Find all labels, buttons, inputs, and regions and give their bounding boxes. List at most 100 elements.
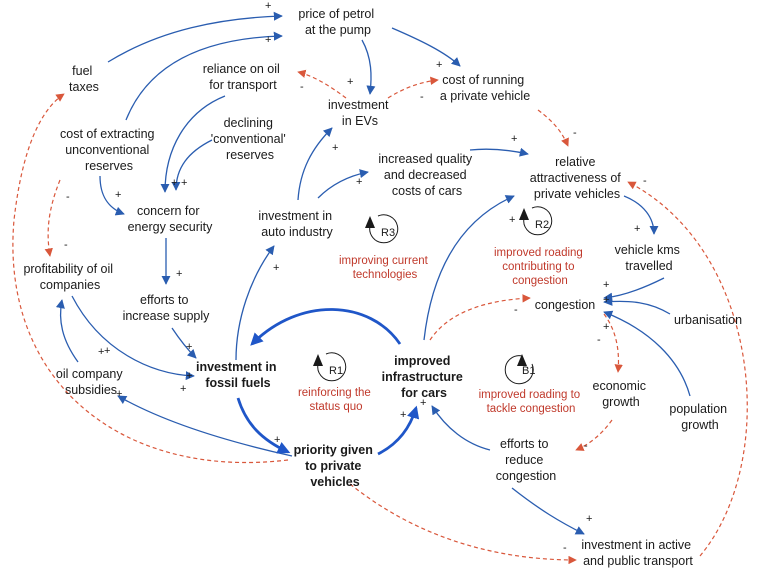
node-cost-of-extracting: cost of extracting unconventional reserv…: [60, 127, 158, 173]
loop-r2-id: R2: [535, 219, 549, 231]
sign-plus: +: [116, 388, 122, 400]
sign-plus: +: [586, 513, 592, 525]
link-profitability-to-investment-fossil: [71, 295, 195, 381]
sign-plus: +: [171, 177, 177, 189]
link-declining-to-concern-energy: [171, 139, 213, 191]
sign-minus: -: [563, 542, 567, 554]
link-reliance-oil-to-concern-energy: [160, 95, 226, 193]
loop-r3-label: improving current technologies: [339, 255, 431, 281]
sign-minus: -: [573, 127, 577, 139]
node-investment-in-auto-industry: investment in auto industry: [258, 209, 335, 239]
sign-plus: +: [332, 142, 338, 154]
sign-minus: -: [584, 440, 588, 452]
sign-plus: +: [180, 383, 186, 395]
sign-plus: +: [176, 268, 182, 280]
sign-minus: -: [643, 175, 647, 187]
link-economic-to-efforts-congestion: [575, 419, 613, 451]
loop-r2-arc-icon: [523, 206, 553, 236]
loop-r3: R3 improving current technologies: [339, 214, 431, 281]
links-layer: [12, 11, 748, 565]
sign-minus: -: [64, 239, 68, 251]
polarity-signs: + + + + - - + - + + + + + + + + + + - - …: [64, 0, 647, 554]
link-evs-to-reliance: [297, 69, 347, 99]
node-relative-attractiveness: relative attractiveness of private vehic…: [530, 155, 625, 201]
node-reliance-on-oil: reliance on oil for transport: [203, 62, 284, 92]
link-auto-to-increased-quality: [317, 169, 369, 199]
node-investment-in-active-transport: investment in active and public transpor…: [581, 538, 694, 568]
sign-plus: +: [509, 214, 515, 226]
link-congestion-to-economic: [603, 313, 623, 373]
node-improved-infrastructure: improved infrastructure for cars: [382, 354, 467, 400]
loop-r1-arrow-icon: [313, 354, 323, 366]
sign-minus: -: [66, 191, 70, 203]
loop-r2-arrow-icon: [519, 208, 529, 220]
link-efforts-congestion-to-active: [511, 487, 585, 535]
loop-r1-id: R1: [329, 365, 343, 377]
link-attract-to-vehicle-kms: [623, 195, 659, 235]
node-investment-in-fossil-fuels: investment in fossil fuels: [196, 360, 280, 390]
node-vehicle-kms-travelled: vehicle kms travelled: [615, 243, 684, 273]
loop-b1-label: improved roading to tackle congestion: [479, 389, 584, 415]
loop-r2-label: improved roading contributing to congest…: [494, 247, 586, 287]
node-cost-of-running: cost of running a private vehicle: [440, 73, 530, 103]
link-cost-extracting-to-profitability: [44, 179, 61, 257]
link-priority-to-subsidies: [117, 395, 293, 457]
node-increased-quality: increased quality and decreased costs of…: [378, 152, 475, 198]
loop-r1-arc-icon: [317, 352, 347, 382]
loop-r1: R1 reinforcing the status quo: [298, 352, 371, 413]
link-infra-to-attract: [423, 195, 515, 341]
link-vehicle-kms-to-congestion: [603, 277, 665, 302]
link-cost-running-to-attract: [537, 109, 569, 147]
sign-plus: +: [603, 294, 609, 306]
node-priority-to-private-vehicles: priority given to private vehicles: [294, 443, 377, 489]
node-population-growth: population growth: [669, 402, 730, 432]
node-declining-reserves: declining 'conventional' reserves: [211, 116, 289, 162]
node-urbanisation: urbanisation: [674, 313, 742, 327]
sign-plus: +: [265, 0, 271, 12]
link-cost-extracting-to-price-petrol: [125, 31, 283, 121]
sign-plus: +: [265, 34, 271, 46]
link-infra-to-fossil: [250, 308, 402, 346]
link-increased-quality-to-attract: [469, 147, 529, 157]
sign-plus: +: [273, 262, 279, 274]
link-priority-to-fuel-taxes: [12, 93, 289, 464]
node-efforts-to-reduce-congestion: efforts to reduce congestion: [496, 437, 557, 483]
loop-r2: R2 improved roading contributing to cong…: [494, 206, 586, 287]
node-economic-growth: economic growth: [593, 379, 650, 409]
sign-plus: +: [634, 223, 640, 235]
sign-plus: +: [181, 177, 187, 189]
node-investment-in-evs: investment in EVs: [328, 98, 392, 128]
link-active-to-attract: [627, 181, 748, 557]
node-oil-company-subsidies: oil company subsidies: [56, 367, 126, 397]
node-efforts-to-increase-supply: efforts to increase supply: [123, 293, 211, 323]
link-efforts-supply-to-investment-fossil: [171, 327, 197, 359]
link-urbanisation-to-congestion: [603, 296, 671, 315]
loop-b1-id: B1: [522, 365, 535, 377]
sign-plus: +: [603, 279, 609, 291]
link-auto-to-investment-evs: [297, 127, 333, 201]
sign-minus: -: [420, 91, 424, 103]
link-price-petrol-to-cost-running: [391, 27, 461, 67]
link-subsidies-to-profitability: [55, 299, 79, 363]
sign-plus: +: [436, 59, 442, 71]
sign-plus: +: [347, 76, 353, 88]
node-congestion: congestion: [535, 298, 596, 312]
link-fossil-to-priority: [236, 397, 291, 454]
sign-minus: -: [597, 334, 601, 346]
nodes-layer: price of petrol at the pump fuel taxes r…: [23, 7, 742, 568]
sign-plus: +: [511, 133, 517, 145]
sign-plus: +: [356, 176, 362, 188]
link-evs-to-cost-running: [387, 76, 439, 99]
link-population-to-congestion: [603, 310, 691, 397]
node-price-of-petrol: price of petrol at the pump: [298, 7, 377, 37]
sign-plus: +: [115, 189, 121, 201]
link-cost-extracting-to-concern-energy: [99, 175, 125, 216]
sign-plus: +: [603, 321, 609, 333]
link-price-petrol-to-investment-evs: [361, 39, 376, 95]
loop-r3-arrow-icon: [365, 216, 375, 228]
link-priority-to-active: [349, 483, 577, 565]
node-concern-for-energy-security: concern for energy security: [128, 204, 214, 234]
link-infra-to-congestion: [429, 294, 531, 341]
sign-plus: +: [104, 345, 110, 357]
